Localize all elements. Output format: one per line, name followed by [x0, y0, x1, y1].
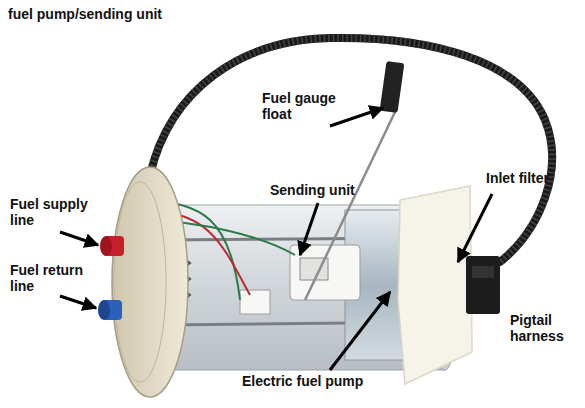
part-label: Pigtail harness — [510, 312, 580, 344]
return-nipple-end — [98, 300, 110, 320]
pigtail-connector — [466, 256, 500, 314]
float — [380, 61, 405, 113]
flange — [112, 167, 188, 397]
leader-arrow — [60, 296, 96, 308]
leader-arrow — [330, 108, 383, 126]
leader-arrow — [458, 194, 492, 262]
connector-latch — [472, 266, 494, 278]
leader-arrow — [300, 203, 318, 255]
part-label: Inlet filter — [486, 170, 549, 186]
filter-edge — [400, 186, 472, 384]
wire-connector — [240, 290, 270, 314]
leader-arrow — [60, 232, 98, 245]
part-label: Fuel return line — [10, 262, 94, 294]
diagram-title: fuel pump/sending unit — [8, 6, 162, 22]
flange-rim — [114, 182, 166, 382]
supply-nipple-end — [100, 236, 112, 256]
part-label: Fuel gauge float — [262, 90, 344, 122]
part-label: Fuel supply line — [10, 196, 94, 228]
leader-arrow — [330, 292, 390, 370]
filter-sock — [398, 186, 472, 384]
part-label: Electric fuel pump — [242, 373, 363, 389]
part-label: Sending unit — [270, 182, 355, 198]
